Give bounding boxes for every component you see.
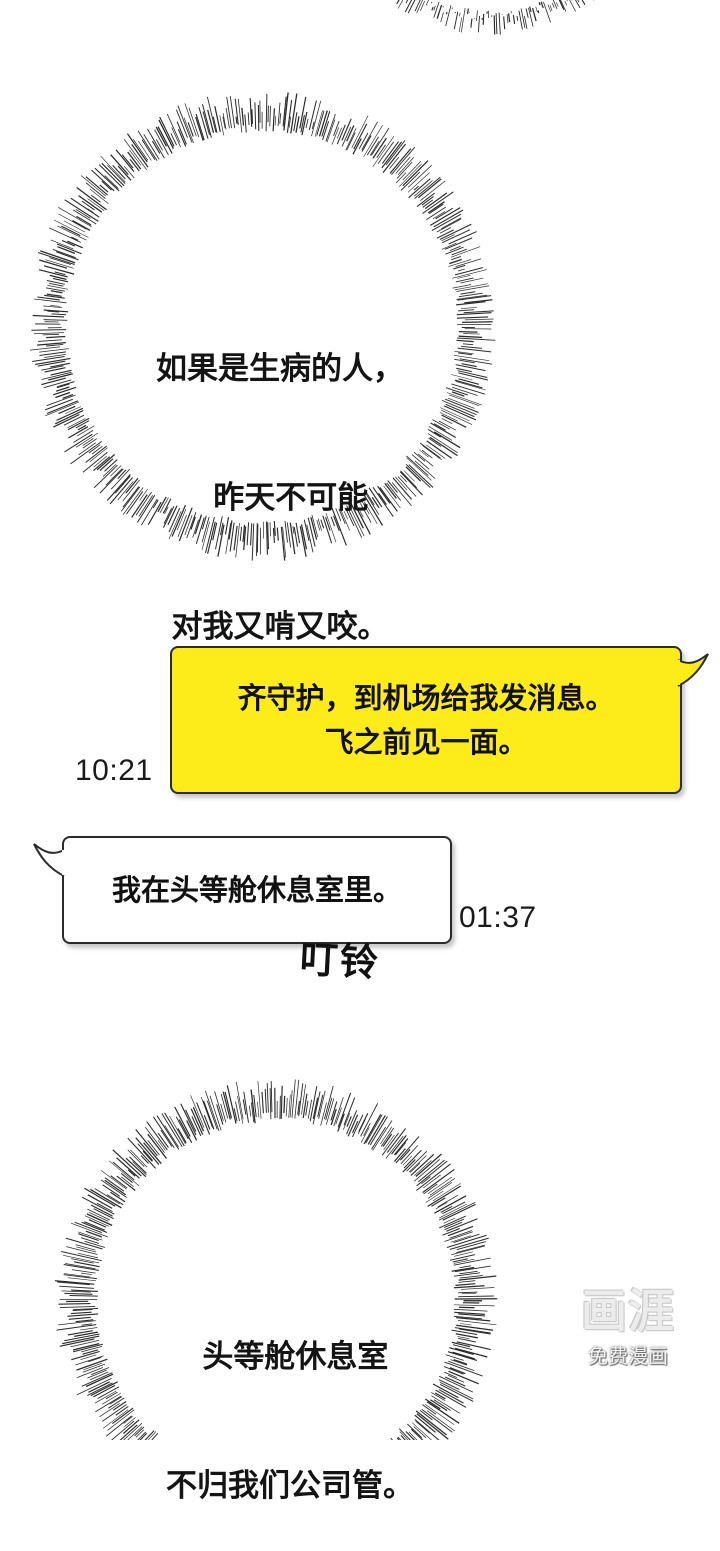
burst-ring-top <box>307 0 674 35</box>
sent-bubble-tail-icon <box>676 652 712 692</box>
sent-message-line-2: 飞之前见一面。 <box>172 720 680 764</box>
received-message-bubble: 我在头等舱休息室里。 <box>62 836 452 944</box>
received-message-text: 我在头等舱休息室里。 <box>64 868 450 912</box>
sent-message-bubble: 齐守护，到机场给我发消息。 飞之前见一面。 <box>170 646 682 794</box>
thought-1-line-3: 对我又啃又咬。 <box>120 606 440 649</box>
watermark-caption: 免费漫画 <box>567 1343 689 1369</box>
received-message-time: 01:37 <box>459 901 537 935</box>
thought-2-line-2: 不归我们公司管。 <box>130 1465 450 1508</box>
watermark-logo: 画涯 <box>567 1283 689 1339</box>
thought-1-line-1: 如果是生病的人， <box>120 348 440 391</box>
sound-effect-text: 叮铃 <box>299 928 382 987</box>
thought-1-line-2: 昨天不可能 <box>120 477 440 520</box>
sent-message-line-1: 齐守护，到机场给我发消息。 <box>172 676 680 720</box>
sent-message-time: 10:21 <box>75 754 153 788</box>
thought-bubble-2-text: 头等舱休息室 不归我们公司管。 <box>130 1250 450 1551</box>
thought-2-line-1: 头等舱休息室 <box>130 1336 450 1379</box>
received-bubble-tail-icon <box>30 842 66 882</box>
watermark: 画涯 免费漫画 <box>567 1283 689 1369</box>
thought-bubble-1-text: 如果是生病的人， 昨天不可能 对我又啃又咬。 <box>120 262 440 692</box>
